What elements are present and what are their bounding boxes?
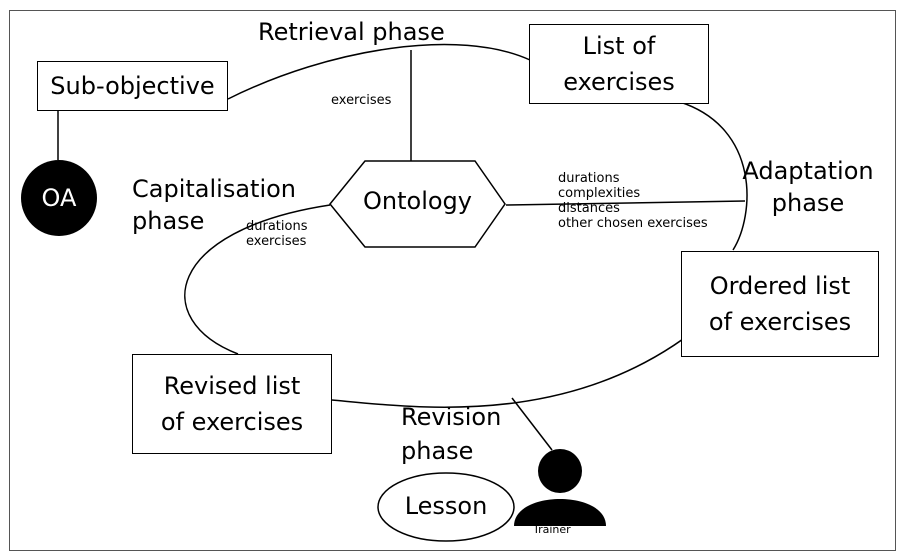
capitalisation-phase-label: Capitalisation phase <box>132 173 296 237</box>
sub-objective-label: Sub-objective <box>50 72 215 100</box>
trainer-label: Trainer <box>533 523 571 536</box>
capitalisation-annotation-line-1: durations <box>246 219 308 234</box>
revision-trainer-link <box>511 397 553 451</box>
adaptation-annotation-line-4: other chosen exercises <box>558 216 708 231</box>
ontology-adaptation-link <box>505 200 746 206</box>
revision-arc <box>331 317 711 408</box>
adaptation-phase-line-2: phase <box>771 189 845 217</box>
retrieval-phase-label: Retrieval phase <box>258 18 445 46</box>
retrieval-arc <box>227 43 531 100</box>
revision-phase-line-2: phase <box>401 437 474 465</box>
lesson-ellipse <box>377 472 515 542</box>
revised-list-line-2: of exercises <box>160 408 304 436</box>
revision-phase-line-1: Revision <box>401 403 502 431</box>
oa-circle <box>21 160 97 236</box>
ontology-hexagon <box>329 160 506 248</box>
diagram-frame <box>9 10 896 551</box>
capitalisation-annotation-line-2: exercises <box>246 234 307 249</box>
trainer-person-icon <box>514 449 606 526</box>
capitalisation-arc <box>184 204 331 355</box>
capitalisation-annotation: durations exercises <box>246 219 307 249</box>
retrieval-annotation: exercises <box>331 93 392 108</box>
adaptation-arc <box>679 101 748 251</box>
ontology-label: Ontology <box>363 187 472 215</box>
ordered-list-line-1: Ordered list <box>709 272 851 300</box>
oa-label: OA <box>41 184 77 212</box>
adaptation-annotation-line-3: distances <box>558 201 620 216</box>
ordered-list-box: Ordered list of exercises <box>681 251 879 357</box>
adaptation-phase-label: Adaptation phase <box>738 155 878 219</box>
adaptation-annotation-line-2: complexities <box>558 186 641 201</box>
adaptation-annotation-line-1: durations <box>558 171 620 186</box>
adaptation-phase-line-1: Adaptation <box>742 157 874 185</box>
revised-list-box: Revised list of exercises <box>132 354 332 454</box>
list-of-exercises-line-1: List of <box>582 32 656 60</box>
lesson-label: Lesson <box>404 492 488 520</box>
capitalisation-phase-line-1: Capitalisation <box>132 175 297 203</box>
revised-list-line-1: Revised list <box>163 372 301 400</box>
list-of-exercises-line-2: exercises <box>563 68 675 96</box>
capitalisation-phase-line-2: phase <box>132 207 205 235</box>
list-of-exercises-box: List of exercises <box>529 24 709 104</box>
adaptation-annotation: durations complexities distances other c… <box>558 171 708 231</box>
revision-phase-label: Revision phase <box>401 400 501 468</box>
ordered-list-line-2: of exercises <box>708 308 852 336</box>
sub-objective-box: Sub-objective <box>37 61 228 111</box>
